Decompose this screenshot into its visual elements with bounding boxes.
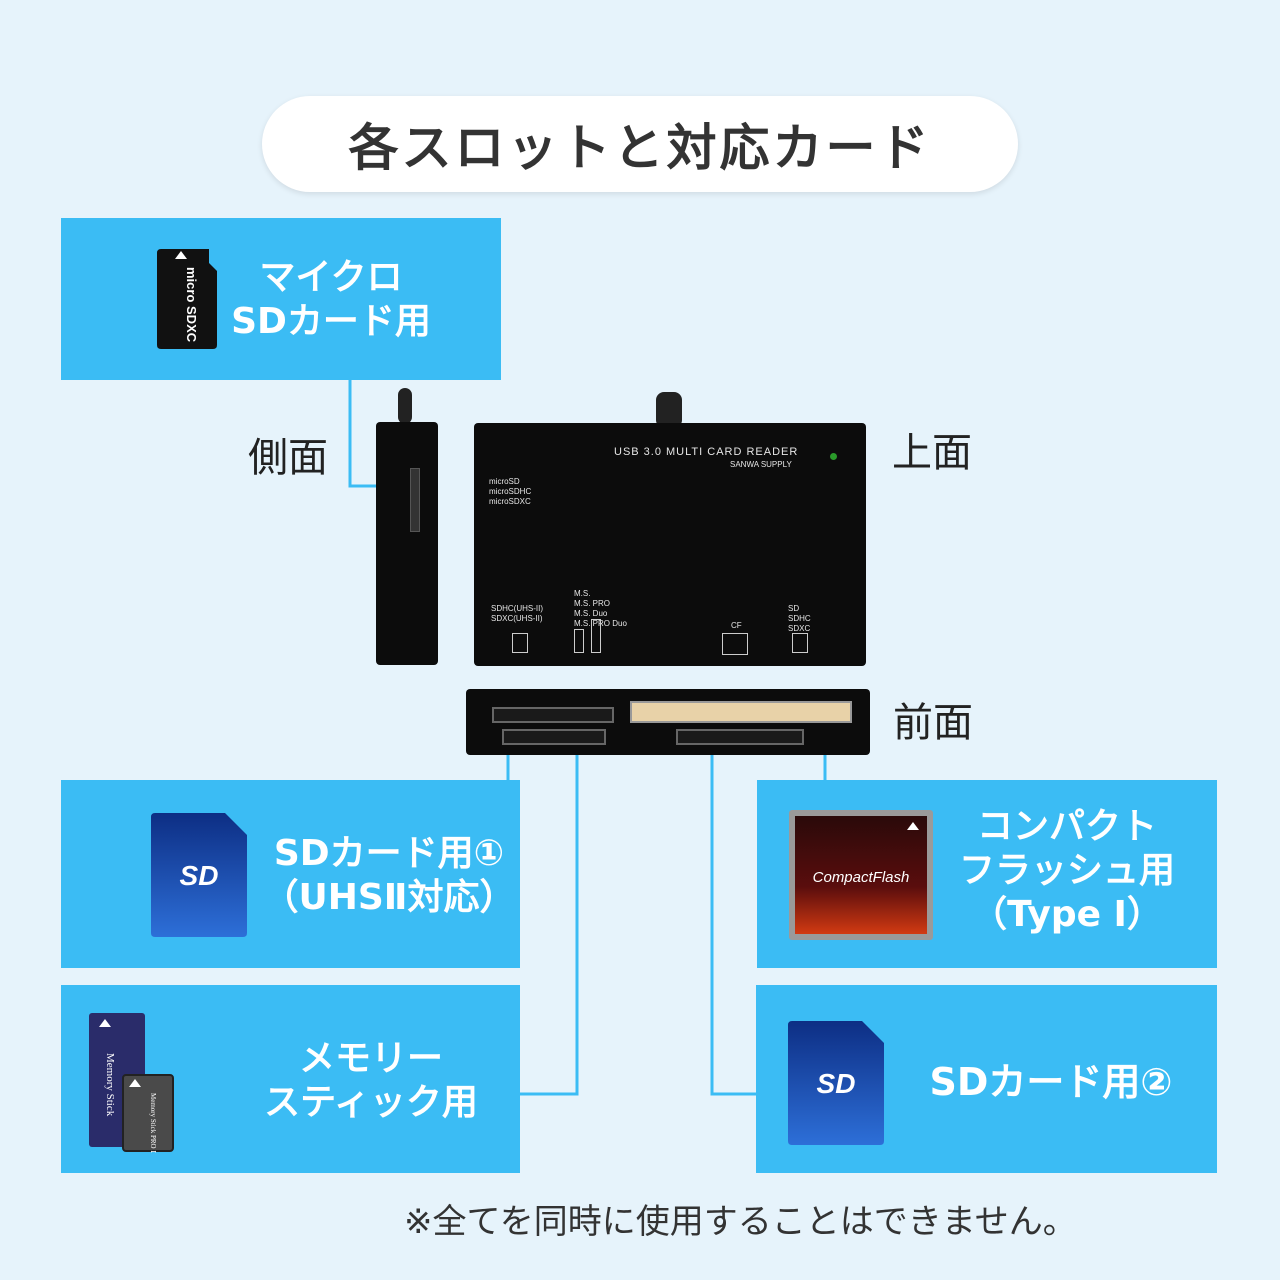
memorystick-card-icon: Memory Stick Memory Stick PRO Duo <box>89 1013 174 1153</box>
front-slot-cf <box>630 701 852 723</box>
front-slot-sd1 <box>492 707 614 723</box>
sd1-box: SD SDカード用① （UHSⅡ対応） <box>61 780 520 968</box>
cf-logo: CompactFlash <box>813 869 910 886</box>
sd-logo-2: SD <box>817 1068 856 1099</box>
sd1-box-label: SDカード用① （UHSⅡ対応） <box>262 833 516 918</box>
microsd-box: micro SDXC マイクロ SDカード用 <box>61 218 501 380</box>
device-front-view <box>466 689 870 755</box>
microsd-slot-text: microSD microSDHC microSDXC <box>489 477 532 506</box>
sd-slot-text: SD SDHC SDXC <box>788 604 811 633</box>
memorystick-box-label: メモリー スティック用 <box>264 1038 478 1123</box>
microsd-box-label: マイクロ SDカード用 <box>231 257 431 342</box>
cf-box-label: コンパクト フラッシュ用 （Type Ⅰ） <box>958 806 1175 935</box>
device-side-view <box>376 422 438 665</box>
ms-card-mark <box>574 629 584 653</box>
sd2-box-label: SDカード用② <box>929 1060 1173 1104</box>
line-memorystick <box>520 742 579 1096</box>
led-indicator <box>830 453 837 460</box>
device-side-cable <box>398 388 412 424</box>
reader-brand: SANWA SUPPLY <box>730 460 792 469</box>
device-top-view: USB 3.0 MULTI CARD READER SANWA SUPPLY m… <box>474 423 866 666</box>
microsd-card-icon: micro SDXC <box>157 249 217 349</box>
compactflash-card-icon: CompactFlash <box>789 810 933 940</box>
sd-card-icon: SD <box>151 813 247 937</box>
front-slot-sd2 <box>676 729 804 745</box>
footer-note: ※全てを同時に使用することはできません。 <box>404 1202 1077 1242</box>
cf-box: CompactFlash コンパクト フラッシュ用 （Type Ⅰ） <box>757 780 1217 968</box>
top-label: 上面 <box>892 430 972 476</box>
line-sd2 <box>710 742 756 1096</box>
title-pill: 各スロットと対応カード <box>262 96 1018 192</box>
reader-title: USB 3.0 MULTI CARD READER <box>614 446 799 458</box>
sd-card-icon-2: SD <box>788 1021 884 1145</box>
cf-slot-text: CF <box>731 621 742 630</box>
side-label: 側面 <box>248 435 328 481</box>
page-title: 各スロットと対応カード <box>348 119 932 177</box>
ms-logo: Memory Stick <box>104 1053 116 1117</box>
ms-pro-duo-logo: Memory Stick PRO Duo <box>149 1093 157 1153</box>
device-top-cable <box>656 392 682 428</box>
front-slot-ms <box>502 729 606 745</box>
side-slot <box>410 468 420 532</box>
sd-logo: SD <box>180 860 219 891</box>
ms-card-mark-2 <box>591 619 601 653</box>
cf-card-mark <box>722 633 748 655</box>
sd-uhs-slot-text: SDHC(UHS-II) SDXC(UHS-II) <box>491 604 543 623</box>
sd2-box: SD SDカード用② <box>756 985 1217 1173</box>
ms-slot-text: M.S. M.S. PRO M.S. Duo M.S. PRO Duo <box>574 589 627 628</box>
microsd-logo: micro SDXC <box>184 267 199 343</box>
sd-card-mark <box>792 633 808 653</box>
sd-uhs-card-mark <box>512 633 528 653</box>
front-label: 前面 <box>893 700 973 746</box>
memorystick-box: Memory Stick Memory Stick PRO Duo メモリー ス… <box>61 985 520 1173</box>
